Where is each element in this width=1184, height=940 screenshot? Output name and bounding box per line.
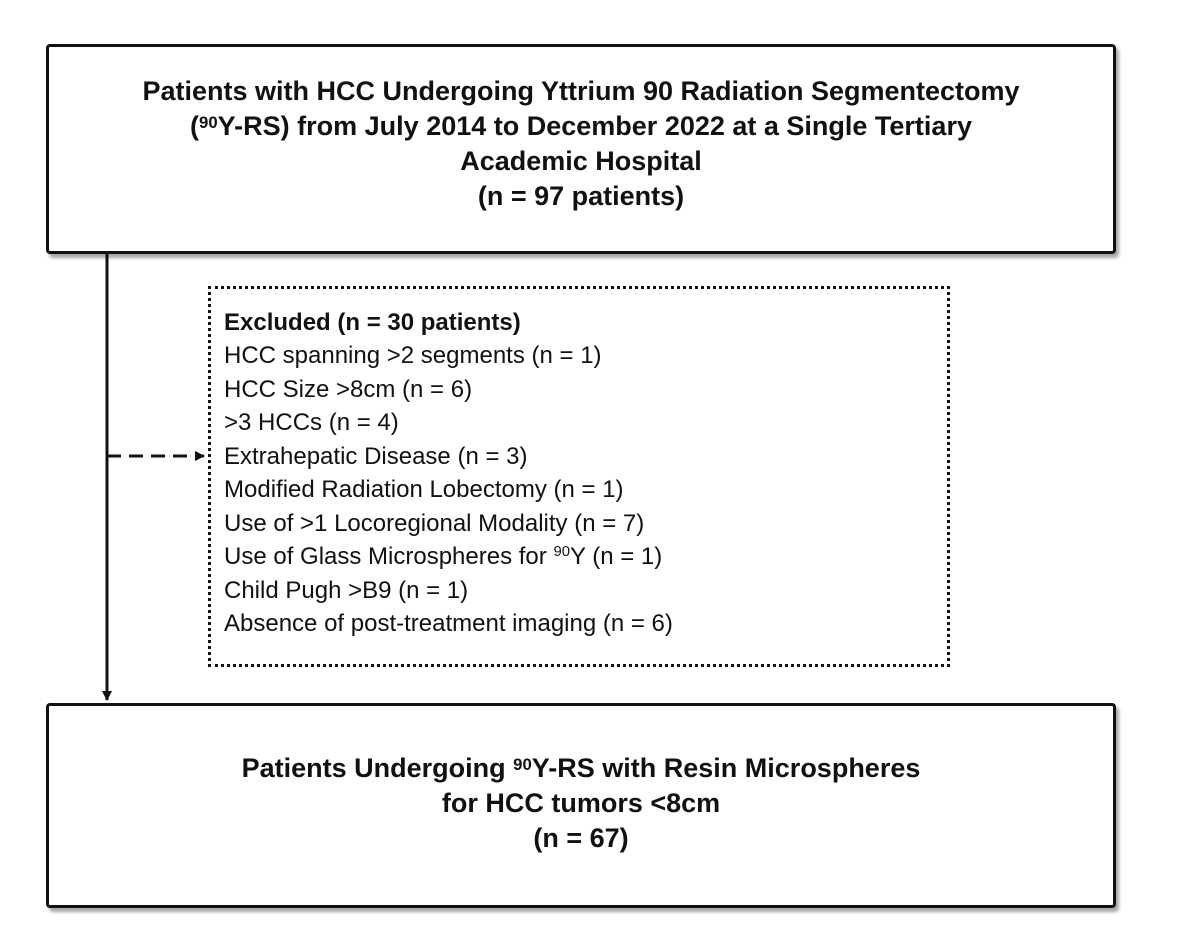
included-line-1-rest: Y-RS with Resin Microspheres [531,753,921,783]
exclusion-item: HCC Size >8cm (n = 6) [224,375,473,403]
included-count: (n = 67) [533,823,629,853]
glass-item-text: Use of Glass Microspheres for [224,543,554,570]
exclusion-item: Use of >1 Locoregional Modality (n = 7) [224,509,645,537]
exclusion-item: HCC spanning >2 segments (n = 1) [224,342,602,369]
enrolled-patients-box: Patients with HCC Undergoing Yttrium 90 … [46,44,1116,254]
isotope-superscript: 90 [553,544,570,560]
exclusion-item: Modified Radiation Lobectomy (n = 1) [224,476,624,503]
included-line-2: for HCC tumors <8cm [441,788,721,818]
included-line-1-text: Patients Undergoing [241,753,514,783]
included-patients-box: Patients Undergoing 90Y-RS with Resin Mi… [46,703,1116,908]
exclusion-item: >3 HCCs (n = 4) [224,409,399,436]
included-patients-text: Patients Undergoing 90Y-RS with Resin Mi… [49,751,1113,856]
excluded-title: Excluded (n = 30 patients) [224,309,521,336]
enrolled-line-2-rest: Y-RS) from July 2014 to December 2022 at… [217,111,972,141]
enrolled-line-3: Academic Hospital [460,146,702,176]
exclusion-item: Extrahepatic Disease (n = 3) [224,442,528,470]
enrolled-line-2-open: ( [190,111,200,141]
exclusion-item-glass: Use of Glass Microspheres for 90Y (n = 1… [224,540,947,574]
exclusion-item: Child Pugh >B9 (n = 1) [224,576,469,604]
enrolled-count: (n = 97 patients) [477,181,685,211]
excluded-patients-box: Excluded (n = 30 patients) HCC spanning … [208,286,950,667]
enrolled-line-1: Patients with HCC Undergoing Yttrium 90 … [142,76,1020,106]
glass-item-rest: Y (n = 1) [569,543,663,570]
isotope-superscript: 90 [199,113,218,132]
enrolled-patients-text: Patients with HCC Undergoing Yttrium 90 … [49,74,1113,214]
isotope-superscript: 90 [513,755,532,774]
enrolled-line-2: (90Y-RS) from July 2014 to December 2022… [49,109,1113,144]
included-line-1: Patients Undergoing 90Y-RS with Resin Mi… [49,751,1113,786]
exclusion-item: Absence of post-treatment imaging (n = 6… [224,610,673,637]
